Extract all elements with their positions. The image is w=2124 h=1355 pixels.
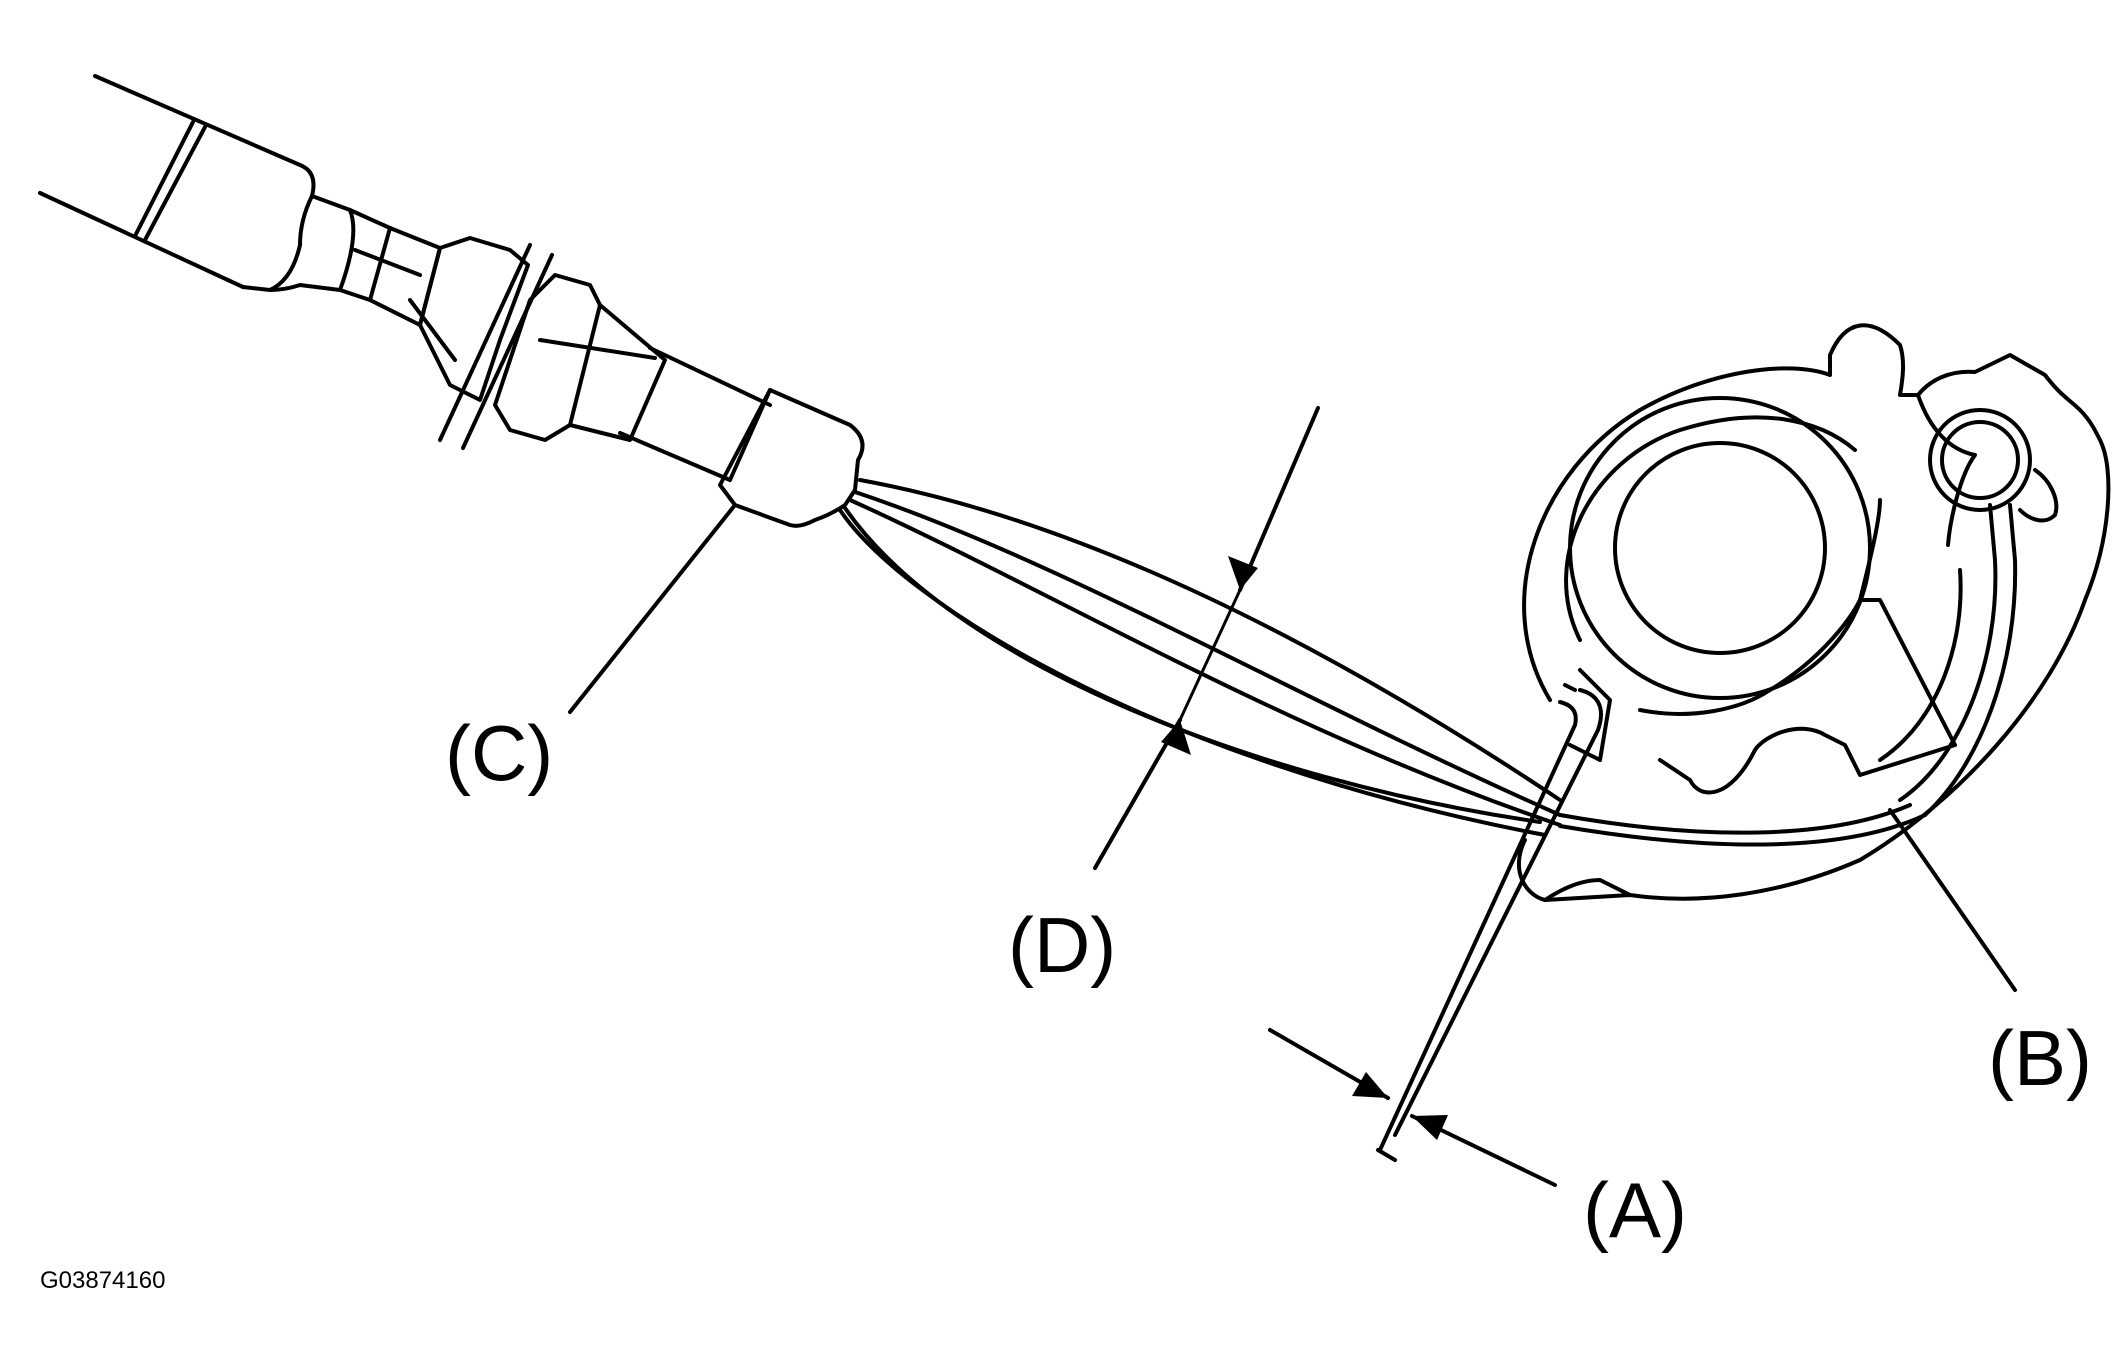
cable-housing [38, 74, 442, 327]
callout-a: (A) [1583, 1166, 1687, 1254]
leader-c [568, 503, 737, 714]
end-fitting [718, 388, 865, 528]
lock-nut-inner [493, 273, 667, 442]
lever-body [1516, 323, 2111, 902]
dimension-a-marker [1268, 1028, 1557, 1187]
callout-c: (C) [445, 709, 553, 797]
dimension-d-marker [1093, 406, 1320, 870]
mounting-bracket [438, 243, 554, 450]
figure-id: G03874160 [40, 1267, 165, 1294]
inner-cable-tube [618, 346, 772, 482]
leader-lines [568, 503, 2017, 992]
callout-b: (B) [1988, 1014, 2092, 1102]
adjusting-rod [1376, 683, 1603, 1162]
cable-strands [838, 478, 1927, 847]
callout-d: (D) [1008, 901, 1116, 989]
lock-nut-outer [408, 236, 530, 402]
leader-b [1888, 808, 2017, 992]
